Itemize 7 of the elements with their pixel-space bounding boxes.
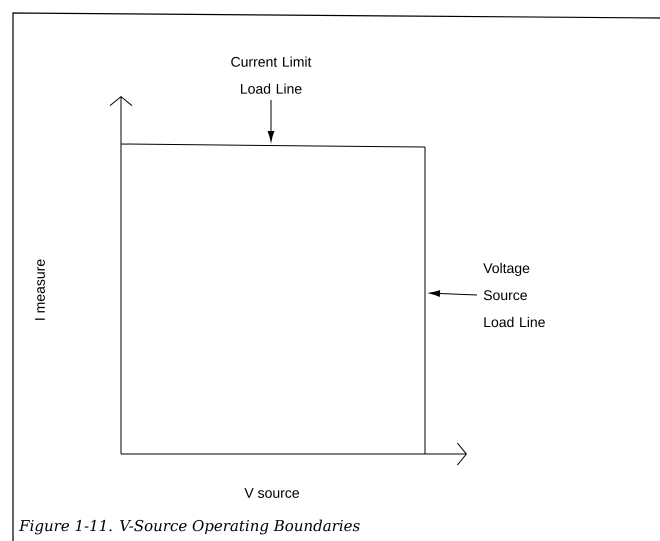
callout-text: Voltage Source Load Line — [483, 262, 545, 328]
axis-label: I measure — [35, 260, 45, 320]
callout-text: Current Limit Load Line — [231, 56, 312, 94]
leader-arrow — [429, 290, 478, 297]
leader-arrow — [268, 100, 274, 142]
axis-label: V source — [244, 488, 299, 498]
figure-caption: Figure 1-11. V-Source Operating Boundaries — [18, 520, 360, 534]
